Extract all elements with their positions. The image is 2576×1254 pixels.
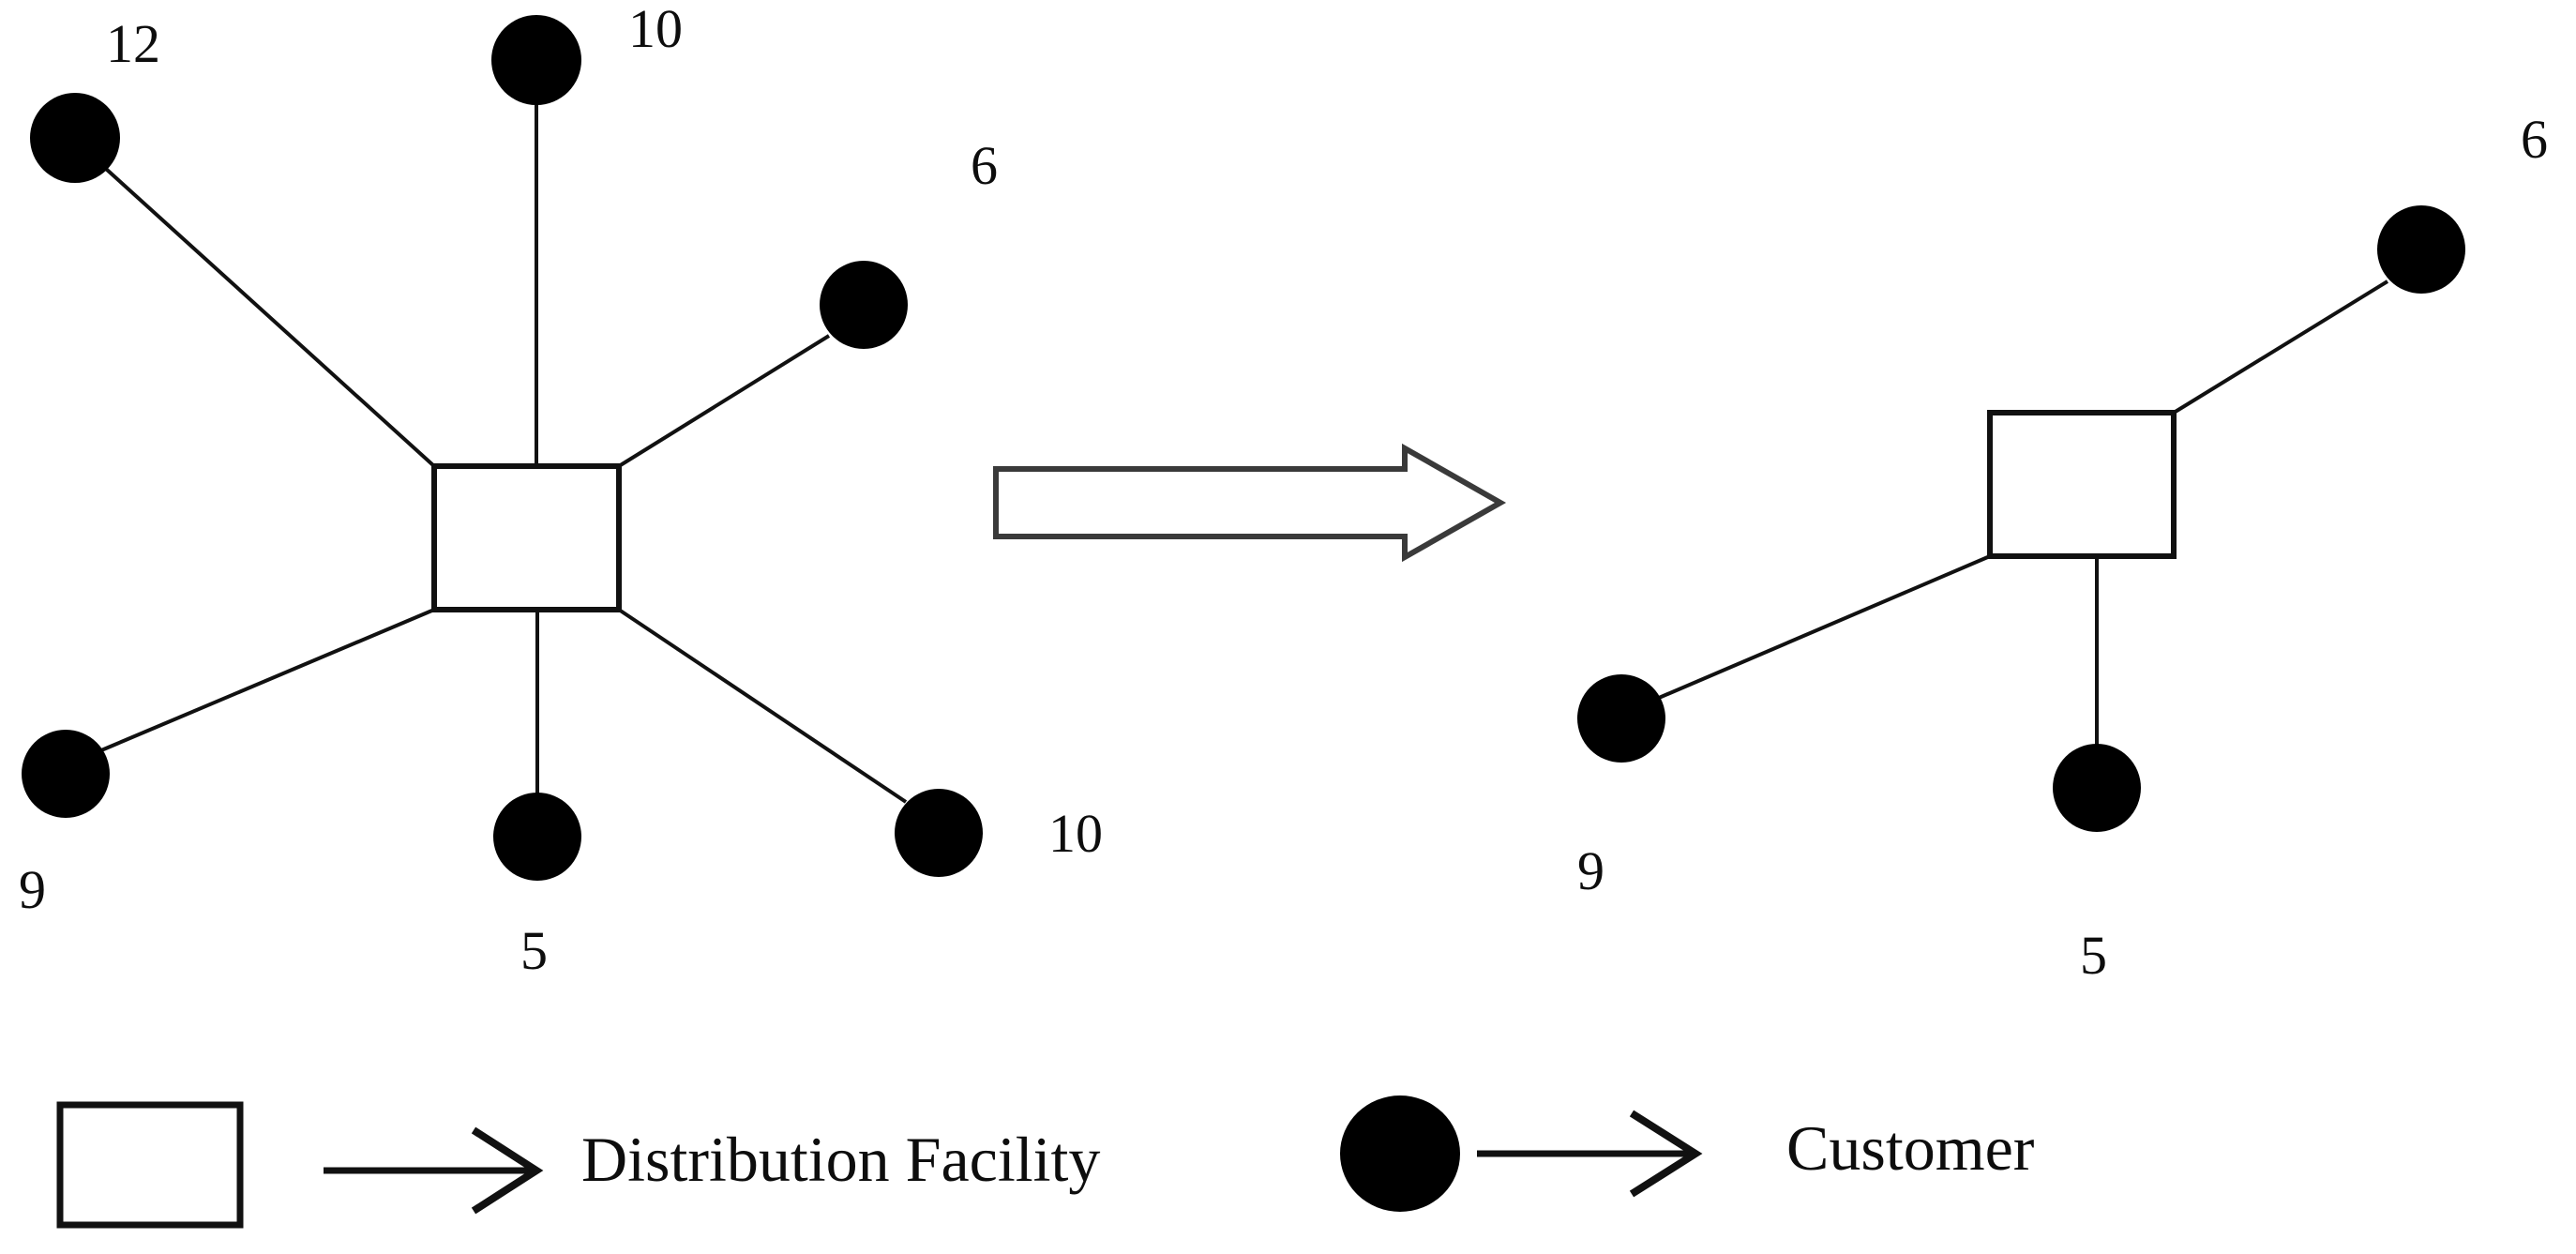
label-customer-10-bottom: 10 xyxy=(1048,803,1103,864)
legend-customer-circle-icon xyxy=(1340,1095,1460,1212)
label-after-customer-6: 6 xyxy=(2521,109,2548,170)
before-customer-node-12[interactable] xyxy=(30,93,120,183)
legend-customer-arrow-icon xyxy=(1477,1110,1703,1198)
after-edges xyxy=(1658,280,2389,746)
before-network-group xyxy=(22,15,983,881)
after-distribution-facility[interactable] xyxy=(1987,410,2177,559)
before-customer-node-10-bottom[interactable] xyxy=(895,789,983,877)
label-customer-9: 9 xyxy=(19,859,46,920)
before-customer-node-6[interactable] xyxy=(820,261,908,349)
edge-to-customer-6 xyxy=(2172,280,2389,415)
label-after-customer-9: 9 xyxy=(1577,840,1604,901)
legend-label-distribution-facility: Distribution Facility xyxy=(581,1124,1101,1195)
after-customer-node-5[interactable] xyxy=(2053,744,2141,832)
label-after-customer-5: 5 xyxy=(2080,925,2107,986)
label-customer-6: 6 xyxy=(971,135,998,196)
after-customer-node-9[interactable] xyxy=(1577,674,1665,763)
transform-block-arrow-icon xyxy=(993,443,1507,563)
label-customer-5: 5 xyxy=(520,920,548,981)
legend-label-customer: Customer xyxy=(1786,1112,2035,1184)
before-distribution-facility[interactable] xyxy=(431,463,622,612)
edge-to-customer-12 xyxy=(104,167,436,468)
before-edges xyxy=(100,103,908,804)
after-customer-node-6[interactable] xyxy=(2377,205,2465,294)
after-network-group xyxy=(1577,205,2465,832)
label-customer-12: 12 xyxy=(106,13,160,74)
edge-to-customer-9 xyxy=(100,608,435,752)
before-customer-node-5[interactable] xyxy=(493,793,581,881)
edge-to-customer-9 xyxy=(1658,554,1991,700)
before-customer-node-9[interactable] xyxy=(22,730,110,818)
legend-facility-square-icon xyxy=(56,1101,244,1229)
legend-group xyxy=(56,1095,1703,1229)
legend-facility-arrow-icon xyxy=(324,1126,544,1215)
edge-to-customer-10-bottom xyxy=(617,608,908,804)
edge-to-customer-6 xyxy=(617,334,831,468)
label-customer-10-top: 10 xyxy=(628,0,683,59)
before-customer-node-10-top[interactable] xyxy=(491,15,581,105)
